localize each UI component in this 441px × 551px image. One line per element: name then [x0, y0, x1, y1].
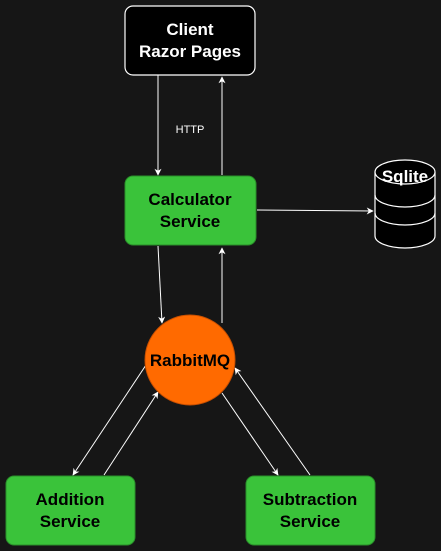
calculator-service-box [124, 175, 257, 246]
edge-calculator-to-sqlite [256, 207, 374, 215]
sqlite-label: Sqlite [382, 167, 428, 186]
client-box [124, 5, 256, 76]
sqlite-cylinder-band-1 [374, 194, 436, 208]
sqlite-cylinder-top [374, 159, 436, 185]
rabbitmq-circle [144, 314, 236, 406]
edges: HTTP [72, 75, 374, 476]
rabbitmq-label: RabbitMQ [150, 351, 230, 370]
edge-addition-to-rabbitmq [103, 391, 159, 476]
client-label-line1: Client [166, 20, 214, 39]
sqlite-cylinder-body [374, 172, 436, 249]
addition-service-label-line1: Addition [36, 490, 105, 509]
addition-service-box [5, 475, 136, 546]
calculator-service-label-line1: Calculator [148, 190, 232, 209]
calculator-service-node: Calculator Service [124, 175, 257, 246]
client-node: Client Razor Pages [124, 5, 256, 76]
client-label-line2: Razor Pages [139, 42, 241, 61]
rabbitmq-node: RabbitMQ [144, 314, 236, 406]
edge-subtraction-to-rabbitmq [234, 367, 311, 476]
edge-label-http: HTTP [176, 124, 205, 136]
subtraction-service-node: Subtraction Service [245, 475, 376, 546]
addition-service-label-line2: Service [40, 512, 101, 531]
sqlite-database-node: Sqlite [374, 159, 436, 249]
edge-rabbitmq-to-subtraction [221, 392, 279, 476]
subtraction-service-box [245, 475, 376, 546]
subtraction-service-label-line2: Service [280, 512, 341, 531]
edge-rabbitmq-to-addition [72, 364, 147, 476]
edge-calculator-to-rabbitmq [157, 245, 166, 324]
calculator-service-label-line2: Service [160, 212, 221, 231]
subtraction-service-label-line1: Subtraction [263, 490, 357, 509]
sqlite-cylinder-band-2 [374, 212, 436, 226]
addition-service-node: Addition Service [5, 475, 136, 546]
